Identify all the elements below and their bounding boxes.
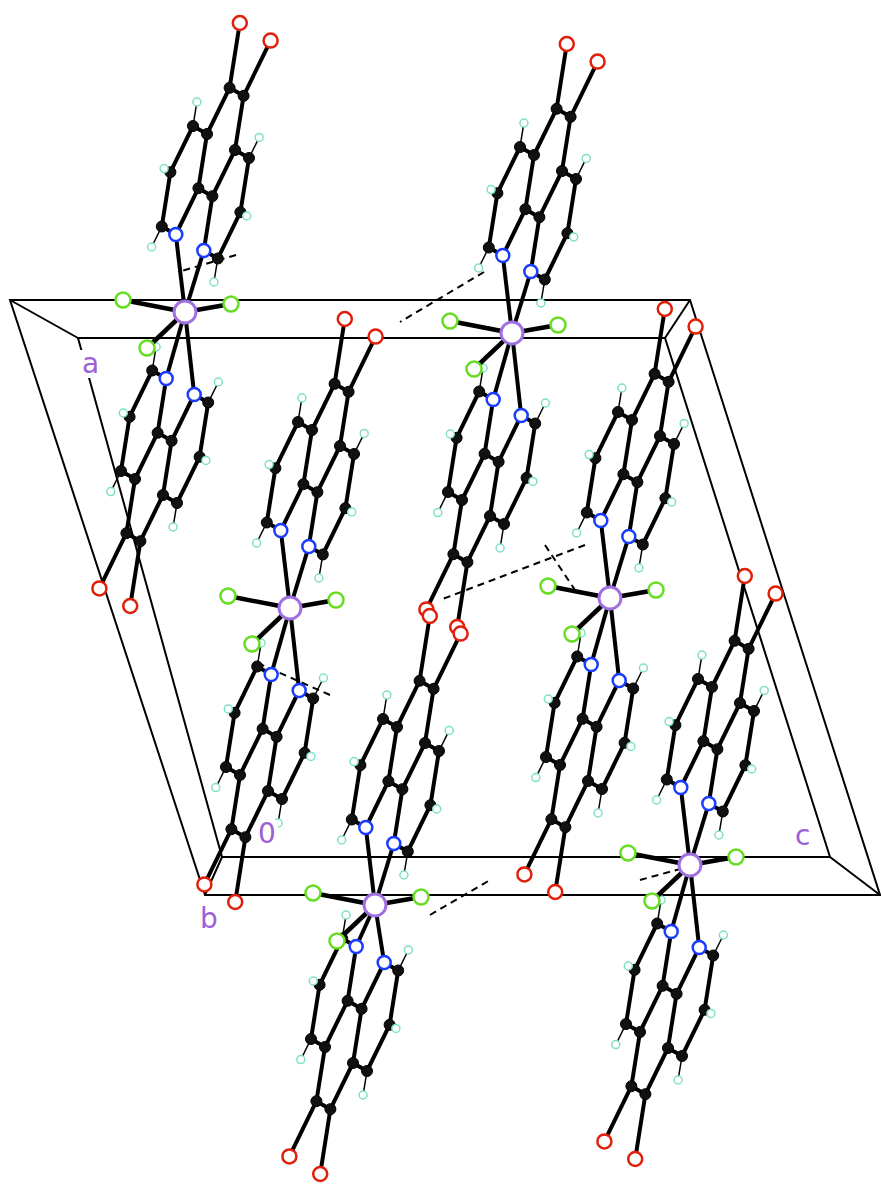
axis-label: a	[80, 350, 101, 378]
axis-label: b	[198, 905, 220, 933]
bond-line	[430, 880, 490, 915]
unit-cell	[10, 300, 880, 895]
ligand-molecule	[573, 302, 703, 572]
ligand-molecule	[597, 896, 727, 1166]
bond-line	[10, 300, 78, 338]
metal-chloride	[221, 589, 344, 652]
bond-line	[830, 857, 880, 895]
metal-chloride	[116, 293, 239, 356]
metal-chloride	[541, 579, 664, 642]
ligand-molecule	[419, 364, 549, 634]
ligand-molecule	[197, 639, 327, 909]
metal-centres	[116, 293, 744, 949]
hydrogen-bond-lines	[178, 255, 720, 915]
metal-chloride	[443, 314, 566, 377]
ligand-molecule	[338, 609, 468, 879]
ligand-molecule	[148, 16, 278, 286]
ligand-molecule	[282, 911, 412, 1181]
ligand-molecule	[253, 312, 383, 582]
ligand-molecule	[92, 343, 222, 613]
axis-label: 0	[256, 820, 278, 848]
ligand-molecule	[653, 569, 783, 839]
bond-line	[400, 272, 484, 322]
metal-chloride	[306, 886, 429, 949]
ligand-molecule	[475, 37, 605, 307]
ligands	[92, 16, 782, 1181]
metal-chloride	[621, 846, 744, 909]
axis-label: c	[793, 822, 812, 850]
cell-edge	[78, 338, 830, 857]
cell-edge	[10, 300, 880, 895]
